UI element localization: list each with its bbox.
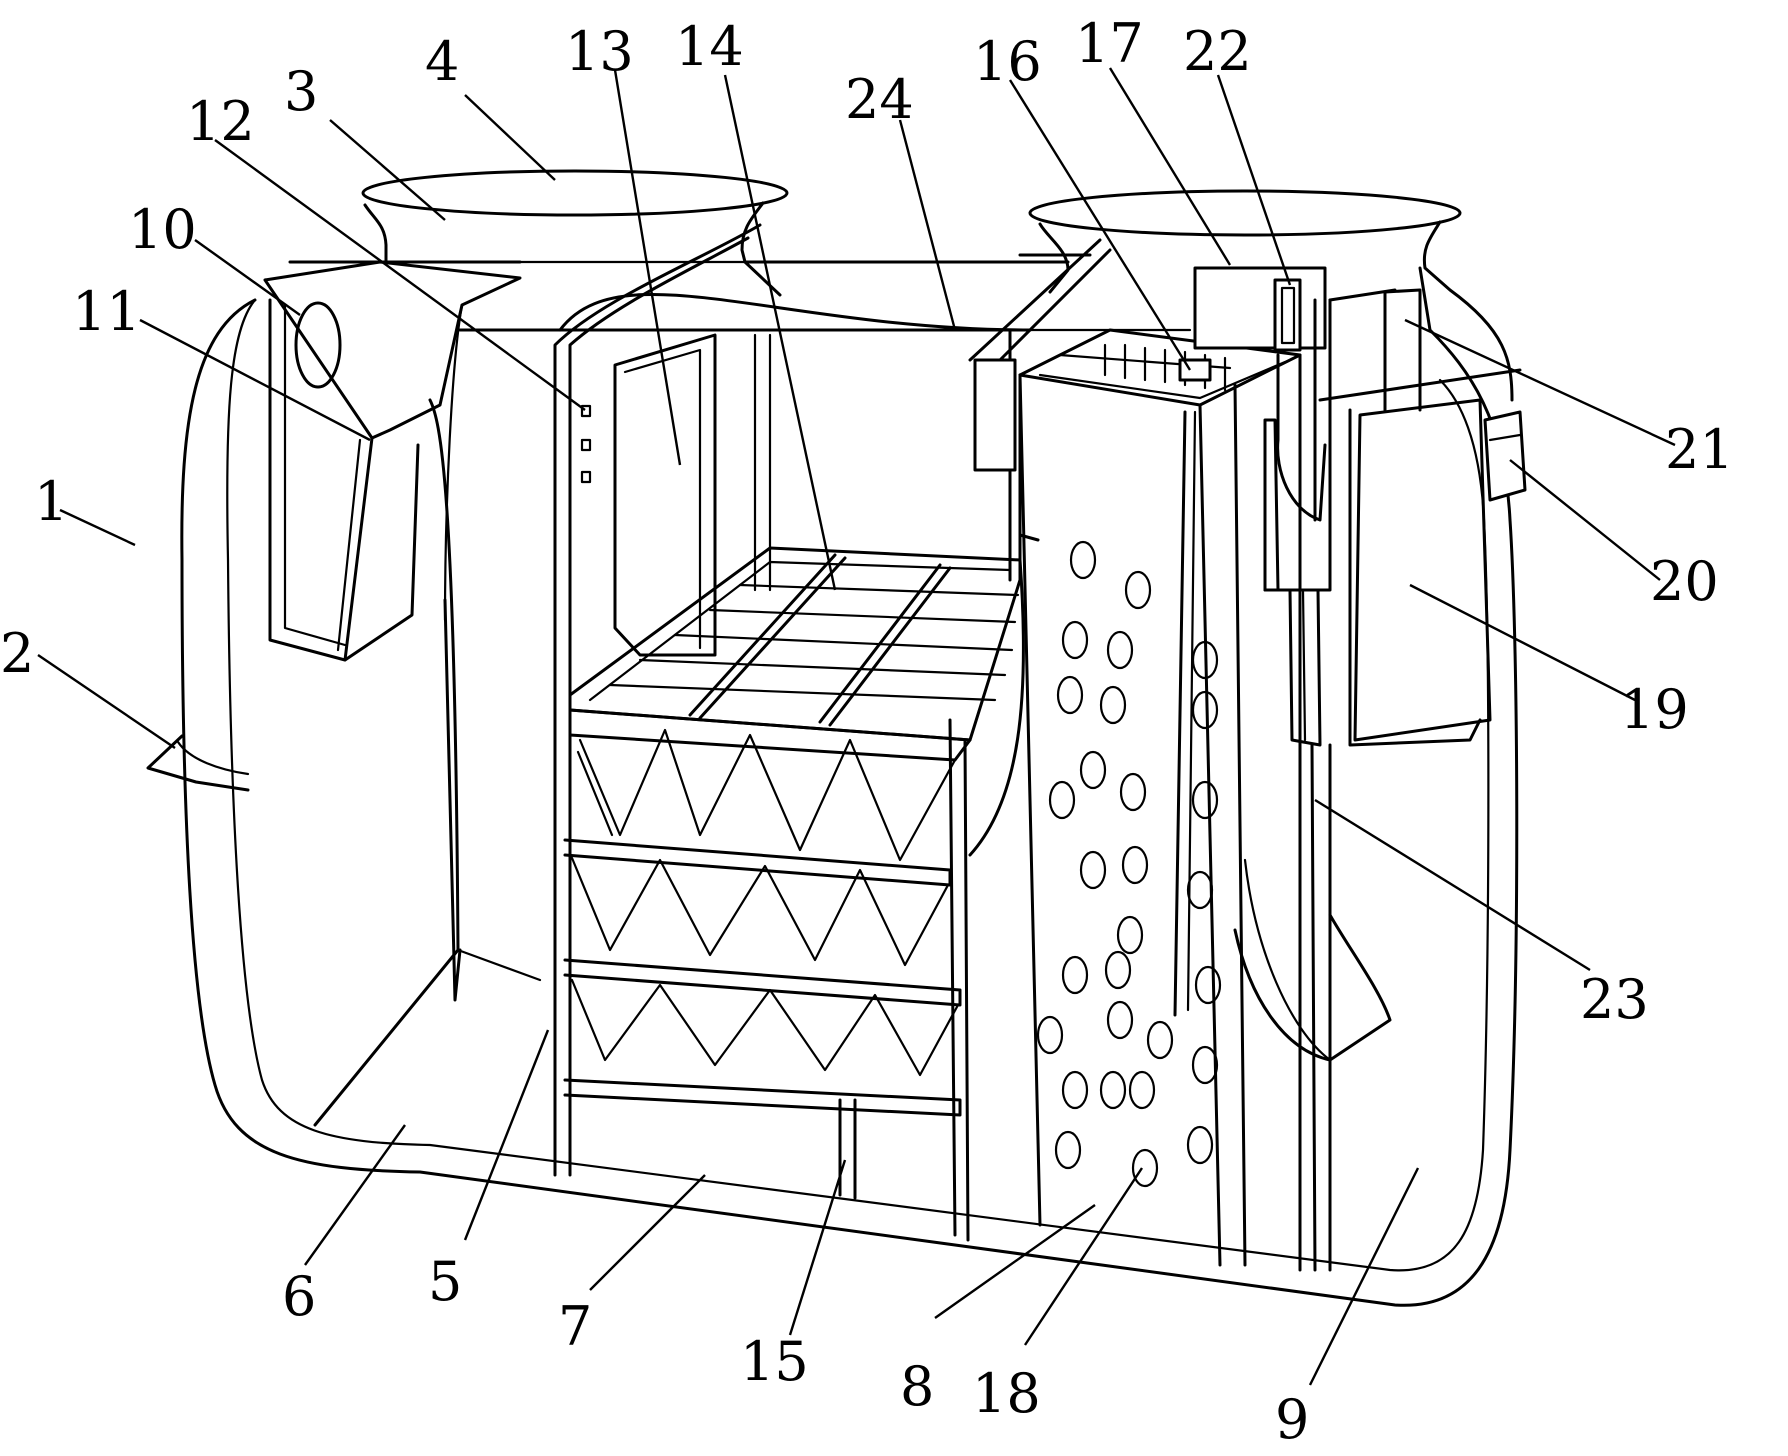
label-3: 3 bbox=[284, 60, 318, 123]
leader-11 bbox=[139, 318, 371, 442]
filter-top-grid bbox=[568, 546, 1022, 742]
leader-3 bbox=[329, 119, 446, 221]
box-13 bbox=[613, 333, 772, 657]
label-15: 15 bbox=[740, 1330, 809, 1393]
label-18: 18 bbox=[972, 1362, 1041, 1425]
part-22 bbox=[1273, 278, 1302, 352]
box-17 bbox=[1193, 266, 1327, 350]
label-8: 8 bbox=[900, 1355, 934, 1418]
vent-slot bbox=[580, 438, 592, 452]
leader-1 bbox=[59, 508, 136, 547]
left-partition bbox=[313, 292, 1032, 1127]
filter-media bbox=[563, 708, 972, 1242]
label-16: 16 bbox=[973, 30, 1042, 93]
left-manhole bbox=[361, 169, 789, 297]
leader-4 bbox=[464, 94, 556, 181]
chamber-wall-left bbox=[553, 223, 762, 1177]
aeration-holes bbox=[1036, 540, 1222, 1188]
leader-10 bbox=[194, 239, 301, 316]
part-labels: 1 2 3 4 5 6 7 8 9 10 11 12 13 14 15 16 1… bbox=[0, 12, 1734, 1451]
leader-16 bbox=[1008, 79, 1192, 371]
inlet-hopper bbox=[263, 260, 522, 662]
label-14: 14 bbox=[675, 15, 744, 78]
leader-7 bbox=[589, 1174, 706, 1291]
leader-lines bbox=[37, 67, 1676, 1386]
label-19: 19 bbox=[1620, 678, 1689, 741]
leader-12 bbox=[214, 139, 586, 411]
part-20 bbox=[1483, 410, 1527, 502]
right-components bbox=[1233, 288, 1527, 1272]
leader-18 bbox=[1023, 1167, 1144, 1346]
leader-13 bbox=[613, 69, 682, 466]
blower-box bbox=[973, 358, 1017, 472]
label-2: 2 bbox=[0, 622, 34, 685]
leader-15 bbox=[788, 1159, 847, 1336]
label-17: 17 bbox=[1075, 12, 1144, 75]
label-5: 5 bbox=[428, 1250, 462, 1313]
leader-14 bbox=[723, 74, 837, 591]
leader-23 bbox=[1314, 798, 1591, 972]
leader-6 bbox=[304, 1124, 406, 1266]
leader-5 bbox=[463, 1029, 550, 1241]
leader-17 bbox=[1108, 67, 1232, 266]
label-11: 11 bbox=[72, 280, 141, 343]
leader-9 bbox=[1308, 1167, 1420, 1386]
label-1: 1 bbox=[34, 470, 68, 533]
leader-20 bbox=[1509, 459, 1661, 581]
vent-slot bbox=[580, 404, 592, 418]
leader-21 bbox=[1404, 318, 1676, 447]
leader-22 bbox=[1216, 74, 1292, 286]
label-12: 12 bbox=[186, 90, 255, 153]
vent-slot bbox=[580, 470, 592, 484]
label-9: 9 bbox=[1275, 1388, 1309, 1451]
label-10: 10 bbox=[128, 198, 197, 261]
label-4: 4 bbox=[425, 30, 459, 93]
label-22: 22 bbox=[1183, 20, 1252, 83]
label-21: 21 bbox=[1665, 418, 1734, 481]
leader-2 bbox=[37, 654, 176, 749]
aeration-chamber bbox=[968, 238, 1302, 1272]
pump-unit bbox=[1193, 266, 1332, 522]
leader-8 bbox=[934, 1204, 1096, 1319]
inlet-pipe bbox=[146, 734, 250, 792]
leader-19 bbox=[1409, 583, 1636, 702]
leader-24 bbox=[898, 119, 957, 331]
inlet-port-ellipse bbox=[294, 301, 342, 389]
label-23: 23 bbox=[1580, 968, 1649, 1031]
label-6: 6 bbox=[282, 1265, 316, 1328]
label-13: 13 bbox=[565, 20, 634, 83]
label-7: 7 bbox=[558, 1295, 592, 1358]
label-24: 24 bbox=[845, 68, 914, 131]
tank-body bbox=[180, 266, 1519, 1307]
label-20: 20 bbox=[1650, 550, 1719, 613]
